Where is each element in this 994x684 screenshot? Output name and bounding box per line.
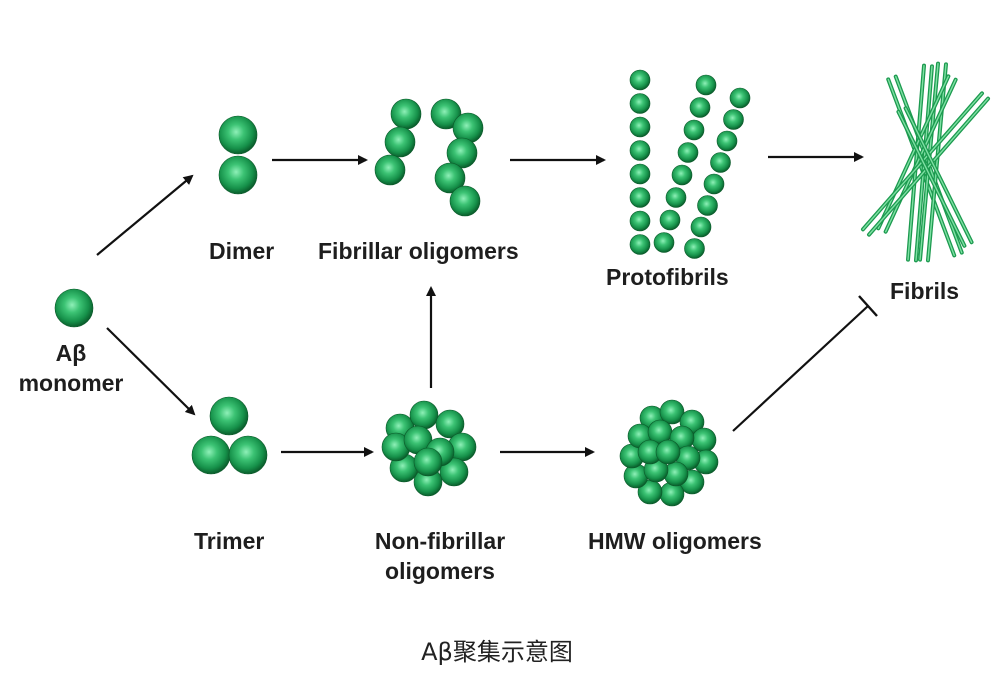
protofibril-chain-1 (629, 69, 651, 255)
hmw-inhibits-fibrils-line (732, 295, 878, 432)
fibril-strand (886, 74, 964, 258)
nonfibrillar-label-line1: Non-fibrillar (374, 528, 506, 554)
fibrillar-oligomers-label: Fibrillar oligomers (318, 238, 519, 264)
fibrillar-oligomer-right (430, 98, 484, 217)
figure-caption: Aβ聚集示意图 (421, 638, 573, 666)
fibrils-bundle (860, 61, 991, 263)
fibril-strand (896, 106, 974, 248)
monomer-label-line1: Aβ (55, 340, 87, 366)
nonfibrillar-oligomer-cluster (381, 400, 477, 497)
sphere-groups (54, 69, 751, 507)
protofibril-chain-2 (653, 74, 717, 253)
protofibril-chain-3 (684, 87, 751, 259)
trimer-label: Trimer (194, 528, 265, 554)
hmw-oligomers-label: HMW oligomers (588, 528, 762, 554)
dimer-spheres (218, 115, 258, 195)
nonfibrillar-label-line2: oligomers (385, 558, 495, 584)
dimer-label: Dimer (209, 238, 275, 264)
hmw-oligomer-cluster (619, 399, 719, 507)
fibrils-label: Fibrils (890, 278, 960, 304)
monomer-label-line2: monomer (18, 370, 124, 396)
monomer-label: Aβ monomer (6, 338, 136, 398)
trimer-spheres (191, 396, 268, 475)
fibril-strand (918, 61, 948, 263)
protofibrils-label: Protofibrils (606, 264, 729, 290)
pathway-arrows (96, 152, 878, 457)
fibrillar-oligomer-left (374, 98, 422, 186)
monomer-to-trimer-arrow (106, 327, 196, 416)
monomer-to-dimer-arrow (96, 174, 194, 256)
nonfibrillar-oligomers-label: Non-fibrillar oligomers (340, 526, 540, 586)
monomer-sphere (54, 288, 94, 328)
